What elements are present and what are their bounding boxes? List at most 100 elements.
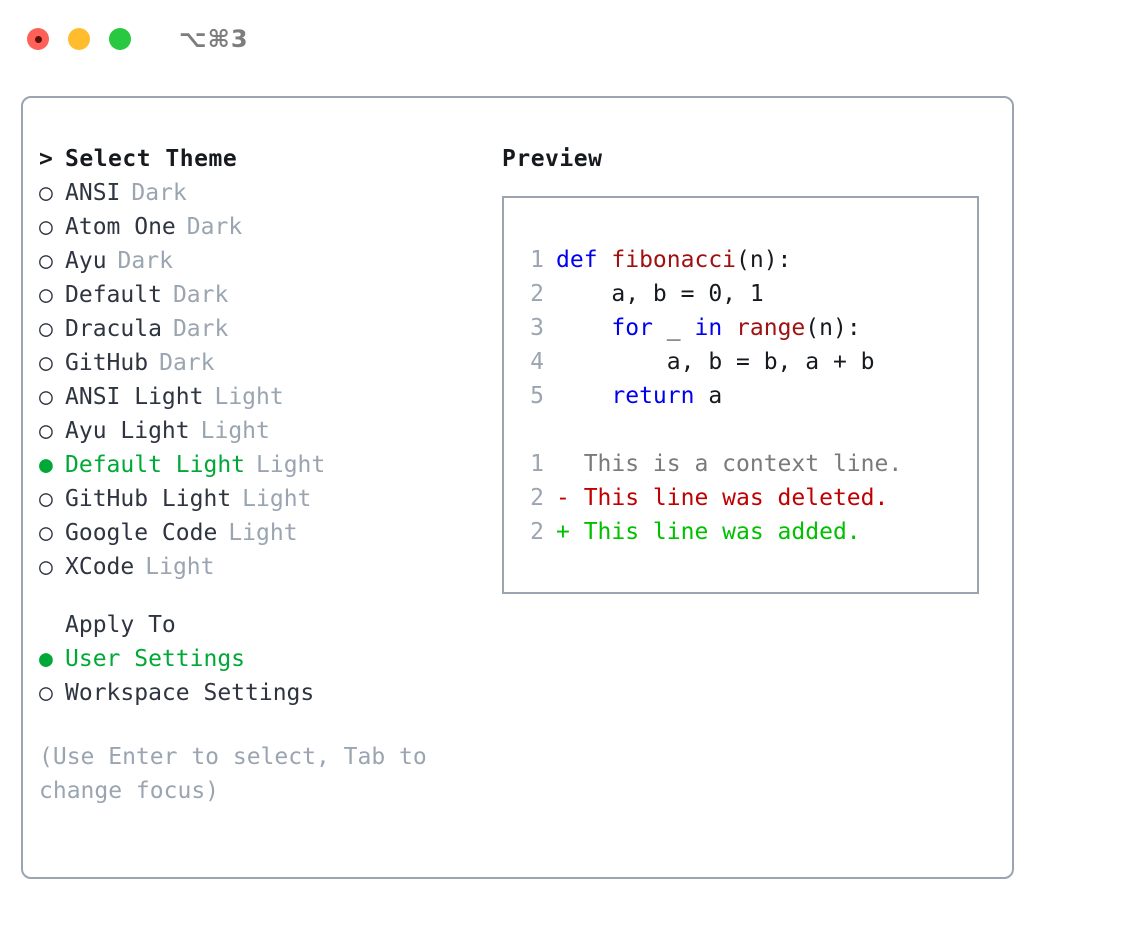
theme-kind-badge: Light xyxy=(228,520,298,546)
radio-unselected-icon[interactable]: ○ xyxy=(39,214,53,240)
theme-name: Ayu xyxy=(65,248,107,274)
theme-name: Default Light xyxy=(65,452,246,478)
theme-kind-badge: Dark xyxy=(172,282,229,308)
theme-name: Google Code xyxy=(65,520,218,546)
theme-name: ANSI xyxy=(65,180,121,206)
theme-list-item[interactable]: ○ XCode Light xyxy=(39,550,499,584)
radio-unselected-icon[interactable]: ○ xyxy=(39,180,53,206)
code-token-plain: a xyxy=(694,383,723,409)
radio-unselected-icon[interactable]: ○ xyxy=(39,554,53,580)
theme-kind-badge: Dark xyxy=(186,214,243,240)
theme-list-item[interactable]: ○ ANSI Light Light xyxy=(39,380,499,414)
code-line: 5 return a xyxy=(518,379,969,413)
line-number: 2 xyxy=(530,281,544,307)
line-number: 1 xyxy=(530,451,544,477)
theme-kind-badge: Light xyxy=(256,452,326,478)
radio-unselected-icon[interactable]: ○ xyxy=(39,350,53,376)
keyboard-shortcut-hint: ⌥⌘3 xyxy=(179,25,249,53)
code-token-plain: a, b = 0, 1 xyxy=(556,281,764,307)
prompt-caret-icon: > xyxy=(39,146,54,172)
theme-kind-badge: Light xyxy=(242,486,312,512)
theme-name: Ayu Light xyxy=(65,418,190,444)
theme-list-item[interactable]: ○ ANSI Dark xyxy=(39,176,499,210)
spacer: ○ xyxy=(39,608,65,642)
code-token-keyword: in xyxy=(694,315,723,341)
theme-name: GitHub Light xyxy=(65,486,232,512)
close-window-button[interactable] xyxy=(27,28,49,50)
keyboard-hint-text: (Use Enter to select, Tab to change focu… xyxy=(39,744,441,804)
theme-name: Atom One xyxy=(65,214,176,240)
code-token-keyword: def xyxy=(556,247,612,273)
maximize-window-button[interactable] xyxy=(109,28,131,50)
theme-list-item[interactable]: ○ Default Dark xyxy=(39,278,499,312)
theme-name: XCode xyxy=(65,554,135,580)
theme-kind-badge: Light xyxy=(145,554,215,580)
traffic-light-group xyxy=(27,28,131,50)
radio-unselected-icon[interactable]: ○ xyxy=(39,316,53,342)
theme-name: ANSI Light xyxy=(65,384,204,410)
theme-kind-badge: Dark xyxy=(159,350,215,376)
select-theme-title: Select Theme xyxy=(65,146,238,172)
code-token-plain: (n): xyxy=(805,315,861,341)
theme-list-item[interactable]: ○ GitHub Dark xyxy=(39,346,499,380)
line-number: 2 xyxy=(530,485,544,511)
diff-line-deleted: 2 - This line was deleted. xyxy=(518,481,969,515)
code-token-plain: (n): xyxy=(736,247,792,273)
theme-name: GitHub xyxy=(65,350,149,376)
apply-to-header: ○Apply To xyxy=(39,608,499,642)
code-token-keyword: return xyxy=(611,383,695,409)
theme-kind-badge: Dark xyxy=(172,316,229,342)
code-token-plain: _ xyxy=(652,315,695,341)
diff-line-added: 2 + This line was added. xyxy=(518,515,969,549)
theme-kind-badge: Light xyxy=(200,418,270,444)
code-token-plain xyxy=(722,311,736,345)
diff-text: This is a context line. xyxy=(556,451,903,477)
theme-list-item-selected[interactable]: ● Default Light Light xyxy=(39,448,499,482)
select-theme-header: > Select Theme xyxy=(39,142,499,176)
radio-unselected-icon[interactable]: ○ xyxy=(39,282,53,308)
diff-line-context: 1 This is a context line. xyxy=(518,447,969,481)
radio-unselected-icon[interactable]: ○ xyxy=(39,418,53,444)
line-number: 2 xyxy=(530,519,544,545)
radio-selected-icon[interactable]: ● xyxy=(39,452,53,478)
code-line: 2 a, b = 0, 1 xyxy=(518,277,969,311)
apply-to-option-user[interactable]: ●User Settings xyxy=(39,642,499,676)
radio-unselected-icon[interactable]: ○ xyxy=(39,248,53,274)
title-bar: ⌥⌘3 xyxy=(0,0,1140,78)
code-token-plain: a, b = b, a + b xyxy=(556,349,875,375)
radio-unselected-icon[interactable]: ○ xyxy=(39,680,53,706)
theme-name: Dracula xyxy=(65,316,162,342)
theme-list-item[interactable]: ○ Atom One Dark xyxy=(39,210,499,244)
theme-list-item[interactable]: ○ Dracula Dark xyxy=(39,312,499,346)
theme-list-item[interactable]: ○ GitHub Light Light xyxy=(39,482,499,516)
theme-name: Default xyxy=(65,282,162,308)
radio-unselected-icon[interactable]: ○ xyxy=(39,384,53,410)
radio-unselected-icon[interactable]: ○ xyxy=(39,520,53,546)
radio-selected-icon[interactable]: ● xyxy=(39,646,53,672)
theme-list-item[interactable]: ○ Google Code Light xyxy=(39,516,499,550)
apply-to-title: Apply To xyxy=(65,612,176,638)
code-line: 4 a, b = b, a + b xyxy=(518,345,969,379)
diff-text: + This line was added. xyxy=(556,519,861,545)
theme-kind-badge: Dark xyxy=(131,180,187,206)
line-number: 4 xyxy=(530,349,544,375)
radio-unselected-icon[interactable]: ○ xyxy=(39,486,53,512)
theme-kind-badge: Light xyxy=(214,384,284,410)
code-token-function: fibonacci xyxy=(611,247,737,273)
apply-to-option-label: Workspace Settings xyxy=(65,680,315,706)
minimize-window-button[interactable] xyxy=(68,28,90,50)
line-number: 5 xyxy=(530,383,544,409)
code-token-plain xyxy=(556,311,611,345)
apply-to-option-workspace[interactable]: ○ Workspace Settings xyxy=(39,676,499,710)
diff-text: - This line was deleted. xyxy=(556,485,889,511)
theme-list-item[interactable]: ○ Ayu Light Light xyxy=(39,414,499,448)
